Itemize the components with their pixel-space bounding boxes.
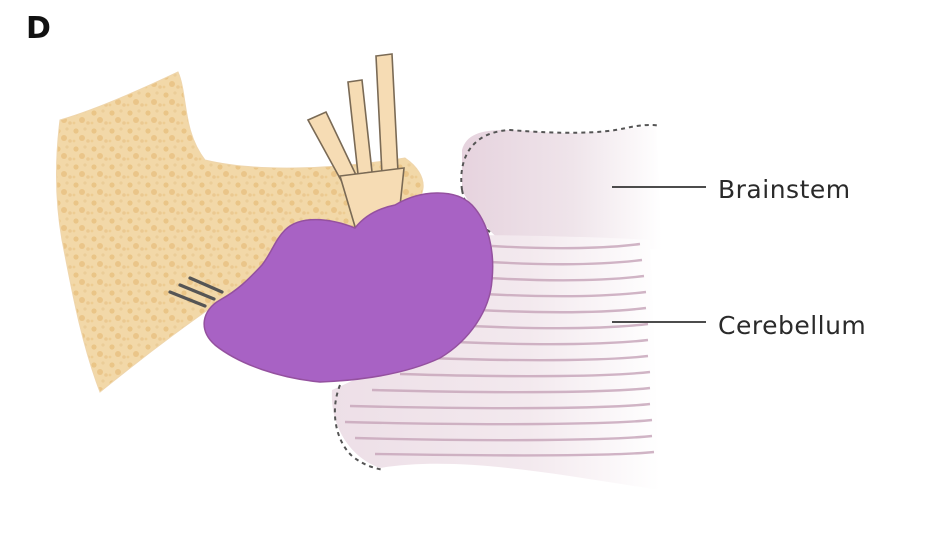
cerebellum-label: Cerebellum [718,313,866,338]
brainstem-label: Brainstem [718,177,851,202]
brainstem-shape [462,126,662,250]
panel-letter: D [26,14,51,44]
